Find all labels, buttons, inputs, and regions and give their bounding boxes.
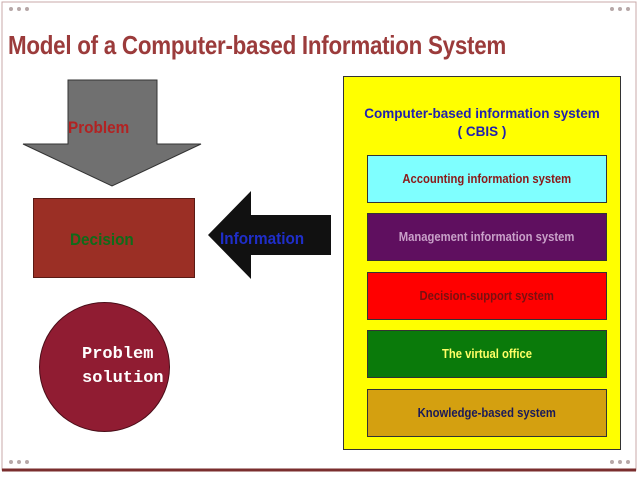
cbis-title: Computer-based information system ( CBIS…	[343, 105, 621, 141]
problem-arrow-shape	[22, 79, 202, 187]
problem-solution-label: Problem solution	[82, 343, 172, 391]
cbis-title-line1: Computer-based information system	[364, 106, 600, 121]
information-label: Information	[220, 229, 305, 248]
corner-dots	[9, 7, 630, 464]
problem-solution-ellipse	[39, 302, 170, 432]
cbis-item-label: Accounting information system	[402, 172, 572, 186]
decision-box	[33, 198, 195, 278]
cbis-panel	[343, 76, 621, 450]
cbis-item-label: Decision-support system	[419, 289, 555, 303]
cbis-item-label: The virtual office	[441, 347, 533, 361]
cbis-title-line2: ( CBIS )	[457, 124, 507, 139]
cbis-item-knowledge-based: Knowledge-based system	[367, 389, 607, 437]
cbis-item-accounting: Accounting information system	[367, 155, 607, 203]
cbis-item-decision-support: Decision-support system	[367, 272, 607, 320]
cbis-item-virtual-office: The virtual office	[367, 330, 607, 378]
cbis-item-label: Knowledge-based system	[417, 406, 557, 420]
information-arrow-shape	[208, 191, 331, 279]
cbis-item-label: Management information system	[399, 230, 575, 244]
slide-title: Model of a Computer-based Information Sy…	[8, 30, 507, 60]
problem-label: Problem	[68, 118, 130, 137]
solution-label-line2: solution	[82, 369, 164, 388]
cbis-item-management: Management information system	[367, 213, 607, 261]
solution-label-line1: Problem	[82, 345, 154, 364]
decision-label: Decision	[70, 230, 134, 249]
